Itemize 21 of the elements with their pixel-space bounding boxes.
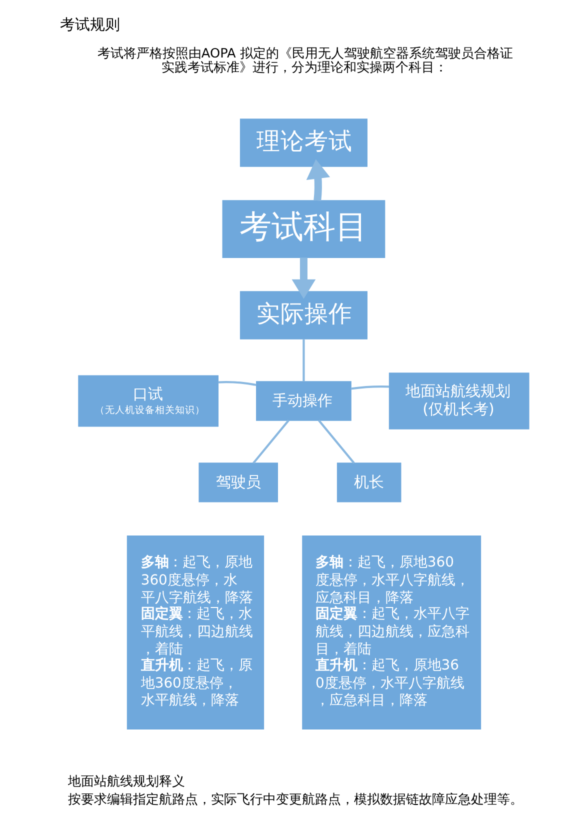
node-box: 地面站航线规划 (仅机长考) — [388, 372, 529, 430]
diagram-title: 考试规则 — [59, 15, 120, 34]
node-box: 多轴：起飞，原地360度悬停，水平八字航线，降落 固定翼：起飞，水平航线，四边航线，着陆 直升机：起飞，原地360度悬停，水平航线，降落 — [126, 535, 264, 730]
connector — [252, 420, 289, 464]
node-box: 口试 （无人机设备相关知识） — [78, 375, 218, 427]
label: 考试将严格按照由AOPA 拟定的《民用无人驾驶航空器系统驾驶员合格证实践考试标准》进行，分为理论和实操两个科目： — [96, 46, 512, 76]
connector — [318, 420, 354, 464]
arrow — [291, 258, 316, 299]
node-box: 驾驶员 — [198, 462, 278, 502]
node-box: 机长 — [336, 462, 401, 502]
connector — [350, 385, 389, 390]
connector — [302, 339, 304, 382]
arrow — [306, 159, 330, 201]
node-box: 手动操作 — [256, 381, 351, 421]
node-box: 多轴：起飞，原地360度悬停，水平八字航线，应急科目，降落 固定翼：起飞，水平八字航线，四边航线，应急科目，着陆 直升机：起飞，原地360度悬停，水平八字航线，应急科目，降落 — [302, 535, 481, 730]
connector — [218, 381, 256, 386]
node-box: 考试科目 — [222, 200, 385, 258]
node-box: 实际操作 — [239, 291, 367, 340]
node-box: 理论考试 — [239, 118, 367, 167]
label: 按要求编辑指定航路点，实际飞行中变更航路点，模拟数据链故障应急处理等。 — [67, 792, 522, 808]
label: 地面站航线规划释义 — [67, 774, 184, 790]
